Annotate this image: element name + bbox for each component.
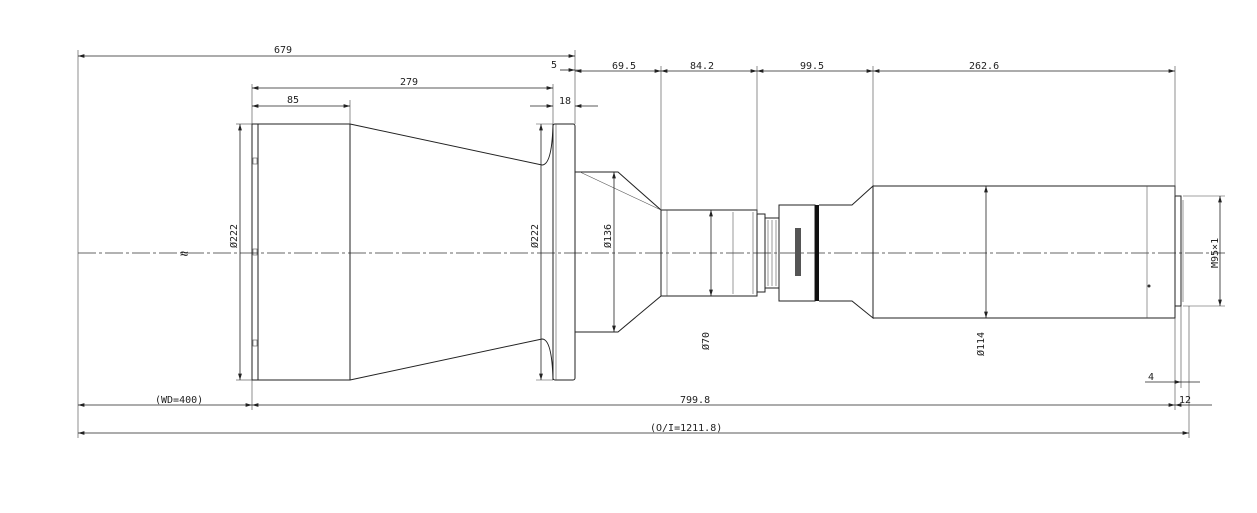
dim-front-to-flange: 279 bbox=[400, 77, 418, 88]
break-mark: ≈ bbox=[180, 246, 188, 262]
mounting-flange bbox=[552, 123, 576, 381]
dim-flange-thickness: 18 bbox=[559, 96, 571, 107]
dim-working-distance: (WD=400) bbox=[155, 395, 203, 406]
dim-cone-diameter: Ø136 bbox=[602, 224, 614, 248]
dim-flange-gap: 5 bbox=[551, 60, 557, 71]
dim-mount-length: 12 bbox=[1179, 395, 1191, 406]
c-mount-thread bbox=[1174, 195, 1182, 307]
diameter-dimensions: Ø222 Ø222 Ø136 Ø70 Ø114 M95×1 bbox=[228, 123, 1225, 381]
taper-top bbox=[349, 123, 554, 166]
dim-thread: M95×1 bbox=[1210, 238, 1221, 268]
focus-marks bbox=[795, 228, 801, 276]
dim-rear-diameter: Ø114 bbox=[975, 332, 987, 356]
dim-front-cylinder: 85 bbox=[287, 95, 299, 106]
dim-neck-diameter: Ø70 bbox=[700, 332, 712, 350]
top-dimensions: 679 5 279 85 18 69.5 84.2 99.5 262.6 bbox=[77, 45, 1176, 253]
dim-flange-diameter: Ø222 bbox=[529, 224, 541, 248]
focus-band bbox=[815, 205, 819, 301]
dim-seg3: 99.5 bbox=[800, 61, 824, 72]
dim-seg2: 84.2 bbox=[690, 61, 714, 72]
bottom-dimensions: 4 (WD=400) 799.8 12 (O/I=1211.8) bbox=[77, 253, 1212, 438]
dim-object-image: (O/I=1211.8) bbox=[650, 423, 722, 434]
rear-transition bbox=[819, 184, 874, 320]
front-screw-top bbox=[252, 157, 258, 165]
dim-front-diameter: Ø222 bbox=[228, 224, 240, 248]
front-screw-mid bbox=[252, 248, 258, 256]
front-screw-bottom bbox=[252, 339, 258, 347]
dim-lens-length: 799.8 bbox=[680, 395, 710, 406]
taper-bottom bbox=[349, 338, 554, 381]
dim-seg1: 69.5 bbox=[612, 61, 636, 72]
cone-edge-top bbox=[579, 171, 662, 211]
dim-mount-step: 4 bbox=[1148, 372, 1154, 383]
dim-total-top: 679 bbox=[274, 45, 292, 56]
lens-body bbox=[78, 123, 1225, 381]
rear-cone bbox=[575, 171, 662, 333]
rear-barrel bbox=[872, 185, 1176, 319]
dim-seg4: 262.6 bbox=[969, 61, 999, 72]
front-cylinder bbox=[251, 123, 351, 381]
rear-screw bbox=[1147, 284, 1151, 288]
